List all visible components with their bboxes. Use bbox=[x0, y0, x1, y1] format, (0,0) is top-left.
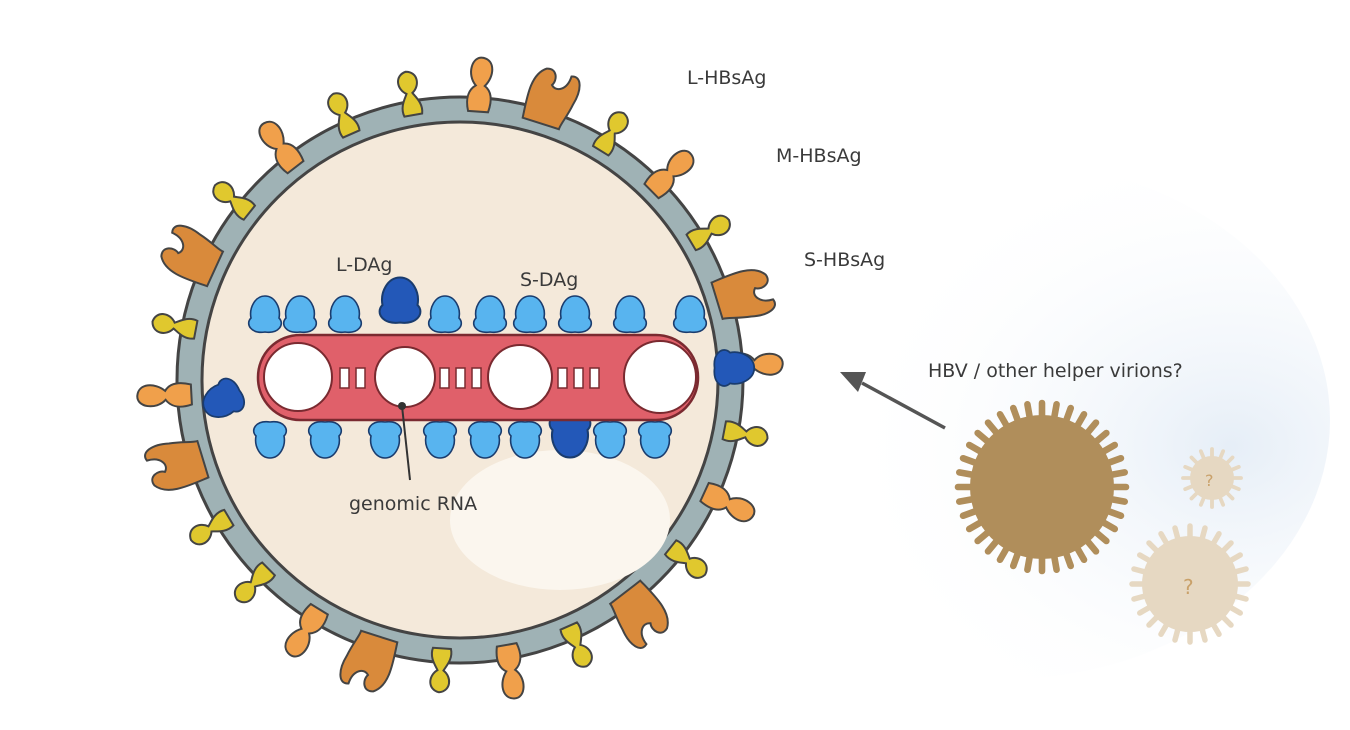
s-dag-icon bbox=[592, 420, 628, 459]
s-dag-icon bbox=[472, 295, 508, 334]
s-dag-icon bbox=[612, 295, 648, 334]
m-hbsag-icon bbox=[284, 602, 329, 658]
m-hbsag-icon bbox=[258, 120, 305, 175]
s-dag-icon bbox=[282, 295, 318, 334]
label-m-hbsag: M-HBsAg bbox=[776, 145, 862, 167]
s-dag-icon bbox=[307, 420, 343, 459]
unknown-virion-icon bbox=[1129, 523, 1251, 645]
s-hbsag-icon bbox=[559, 621, 593, 668]
s-dag-icon bbox=[252, 420, 288, 459]
rna-bubble bbox=[374, 346, 436, 408]
label-helper-virions: HBV / other helper virions? bbox=[928, 360, 1183, 382]
label-l-hbsag: L-HBsAg bbox=[687, 67, 766, 89]
s-dag-icon bbox=[427, 295, 463, 334]
rna-bubble bbox=[487, 344, 553, 410]
s-hbsag-icon bbox=[151, 313, 199, 340]
l-dag-icon bbox=[202, 377, 246, 418]
rna-window bbox=[573, 367, 584, 389]
s-hbsag-icon bbox=[685, 214, 731, 252]
s-dag-icon bbox=[367, 420, 403, 459]
l-hbsag-icon bbox=[160, 224, 225, 288]
label-s-hbsag: S-HBsAg bbox=[804, 249, 885, 271]
s-hbsag-icon bbox=[591, 111, 629, 157]
rna-window bbox=[439, 367, 450, 389]
s-dag-icon bbox=[507, 420, 543, 459]
rna-window bbox=[455, 367, 466, 389]
l-hbsag-icon bbox=[608, 579, 669, 649]
s-dag-icon bbox=[557, 295, 593, 334]
m-hbsag-icon bbox=[495, 642, 525, 700]
m-hbsag-icon bbox=[699, 481, 756, 523]
s-hbsag-icon bbox=[212, 181, 257, 221]
label-genomic-rna: genomic RNA bbox=[349, 493, 477, 515]
rna-bubble bbox=[623, 340, 697, 414]
s-dag-icon bbox=[637, 420, 673, 459]
label-s-dag: S-DAg bbox=[520, 269, 578, 291]
helper-virions bbox=[954, 399, 1251, 645]
s-dag-icon bbox=[422, 420, 458, 459]
label-l-dag: L-DAg bbox=[336, 254, 392, 276]
rna-window bbox=[471, 367, 482, 389]
rna-bubble bbox=[263, 342, 333, 412]
rna-window bbox=[557, 367, 568, 389]
s-dag-icon bbox=[247, 295, 283, 334]
l-hbsag-icon bbox=[144, 439, 210, 491]
rna-window bbox=[355, 367, 366, 389]
l-hbsag-icon bbox=[710, 269, 776, 321]
virion bbox=[136, 56, 784, 700]
unknown-virion-icon bbox=[1181, 447, 1243, 509]
genomic-rna-dot bbox=[398, 402, 406, 410]
hbv-virion-icon bbox=[954, 399, 1130, 575]
m-hbsag-icon bbox=[136, 382, 193, 408]
m-hbsag-icon bbox=[643, 149, 695, 200]
s-hbsag-icon bbox=[429, 646, 453, 694]
unknown-virion-mark: ? bbox=[1205, 471, 1214, 490]
s-hbsag-icon bbox=[397, 70, 424, 118]
s-hbsag-icon bbox=[233, 561, 277, 604]
s-dag-icon bbox=[467, 420, 503, 459]
s-dag-icon bbox=[327, 295, 363, 334]
l-hbsag-icon bbox=[521, 67, 581, 131]
surface-antigens bbox=[136, 56, 784, 700]
l-dag-icon bbox=[378, 276, 422, 324]
s-hbsag-icon bbox=[721, 420, 769, 447]
rna-window bbox=[589, 367, 600, 389]
l-hbsag-icon bbox=[339, 629, 399, 693]
s-dag-icon bbox=[512, 295, 548, 334]
arrow-icon bbox=[840, 372, 946, 430]
l-dag-icon bbox=[713, 349, 756, 387]
s-hbsag-icon bbox=[327, 92, 361, 139]
rna-rod-icon bbox=[202, 276, 756, 459]
s-dag-icon bbox=[672, 295, 708, 334]
s-hbsag-icon bbox=[663, 539, 708, 579]
interior-highlight bbox=[450, 450, 670, 590]
rna-window bbox=[339, 367, 350, 389]
delta-antigens bbox=[202, 276, 756, 459]
m-hbsag-icon bbox=[466, 56, 494, 114]
genomic-rna-pointer bbox=[401, 405, 411, 481]
unknown-virion-mark: ? bbox=[1183, 575, 1194, 599]
s-hbsag-icon bbox=[189, 508, 235, 546]
